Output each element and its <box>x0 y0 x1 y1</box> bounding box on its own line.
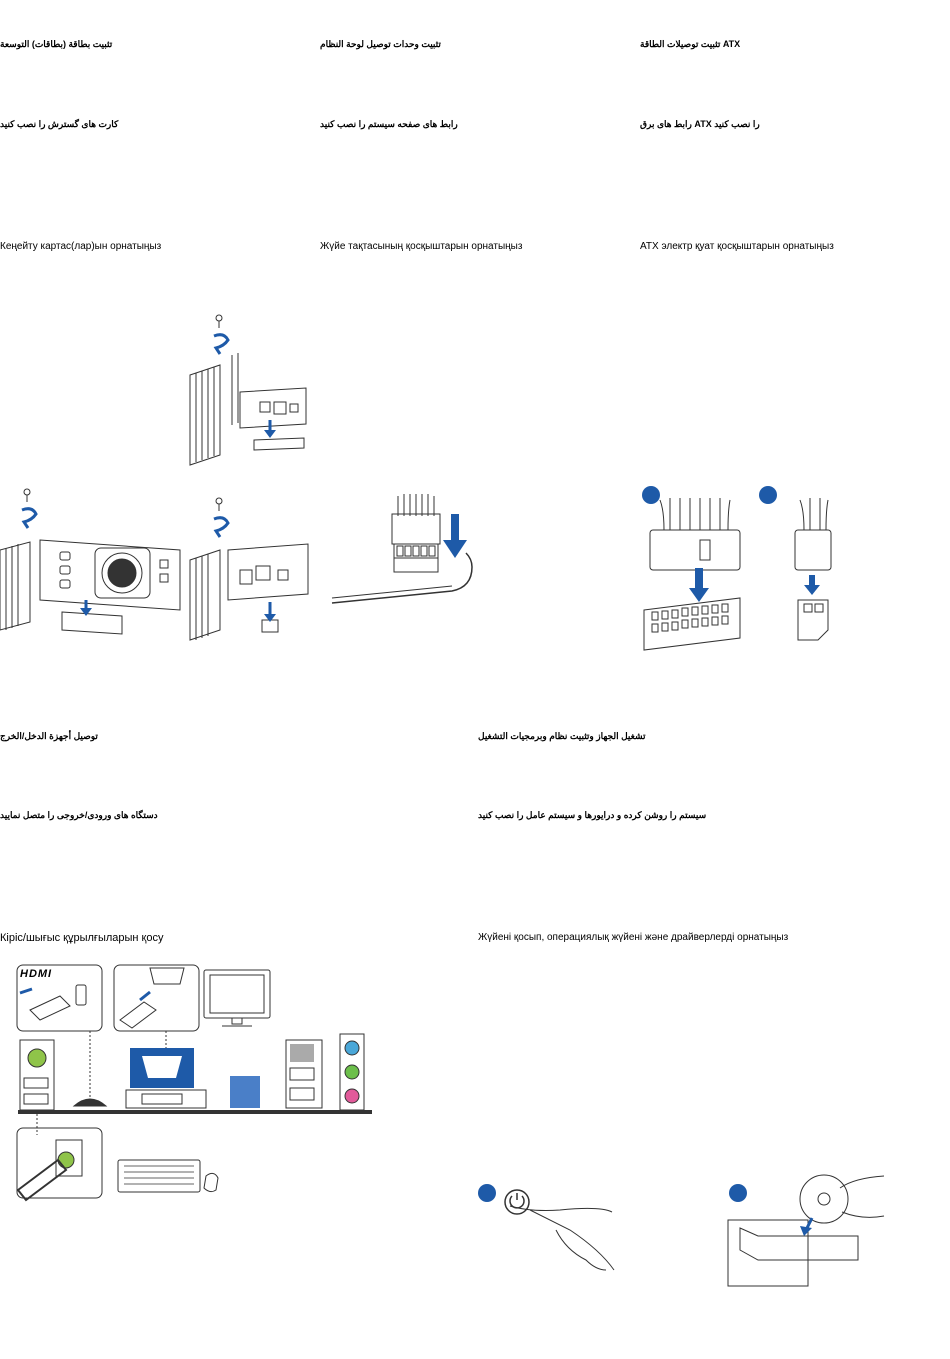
expansion-heading-kk: Кеңейту картас(лар)ын орнатыңыз <box>0 241 162 252</box>
disc-icon <box>799 1174 849 1224</box>
io-heading-fa: دستگاه های ورودی/خروجی را متصل نمایید <box>0 810 158 820</box>
usb3-port <box>230 1076 260 1108</box>
power-heading-fa: سیستم را روشن کرده و درایورها و سیستم عا… <box>478 810 707 820</box>
io-heading-ar: توصيل أجهزة الدخل/الخرج <box>0 731 98 741</box>
monitor-icon <box>203 969 271 1027</box>
step-1-badge <box>642 486 660 504</box>
panel-heading-kk: Жүйе тақтасының қосқыштарын орнатыңыз <box>320 241 523 252</box>
atx-heading-fa: رابط های برق ATX را نصب کنید <box>640 119 760 129</box>
power-heading-kk: Жүйені қосып, операциялық жүйені және др… <box>478 932 789 943</box>
ps2-callout <box>16 1127 103 1199</box>
step-1-badge-power <box>478 1184 496 1202</box>
panel-connector-figure <box>331 494 473 604</box>
mouse-icon <box>203 1172 219 1193</box>
power-heading-ar: تشغيل الجهاز وتثبيت نظام وبرمجيات التشغي… <box>478 731 646 741</box>
atx-pin-grid <box>651 603 729 633</box>
small-card-install-figure <box>189 497 309 641</box>
power-button-icon <box>504 1189 530 1215</box>
io-heading-kk: Кіріс/шығыс құрылғыларын қосу <box>0 932 164 944</box>
panel-heading-ar: تثبيت وحدات توصيل لوحة النظام <box>320 39 441 49</box>
keyboard-icon <box>117 1159 201 1193</box>
audio-jacks <box>339 1033 365 1111</box>
atx-heading-ar: تثبيت توصيلات الطاقة ATX <box>640 39 741 49</box>
expansion-heading-fa: کارت های گسترش را نصب کنید <box>0 119 119 129</box>
atx-power-figure <box>642 486 832 651</box>
step-2-badge <box>759 486 777 504</box>
hdmi-logo: HDMI <box>20 968 53 980</box>
expansion-card-install-figure <box>189 314 307 466</box>
vga-callout <box>113 964 200 1032</box>
hdmi-callout <box>16 964 103 1032</box>
step-2-badge-power <box>729 1184 747 1202</box>
rotate-arrow-icon <box>213 333 230 355</box>
io-devices-figure <box>16 964 372 1202</box>
graphics-card-install-figure <box>0 488 181 635</box>
screw-icon <box>215 314 223 328</box>
power-on-figure <box>478 1174 885 1287</box>
atx-heading-kk: ATX электр қуат қосқыштарын орнатыңыз <box>640 241 834 252</box>
expansion-heading-ar: تثبيت بطاقة (بطاقات) التوسعة <box>0 39 113 49</box>
panel-heading-fa: رابط های صفحه سیستم را نصب کنید <box>320 119 458 129</box>
